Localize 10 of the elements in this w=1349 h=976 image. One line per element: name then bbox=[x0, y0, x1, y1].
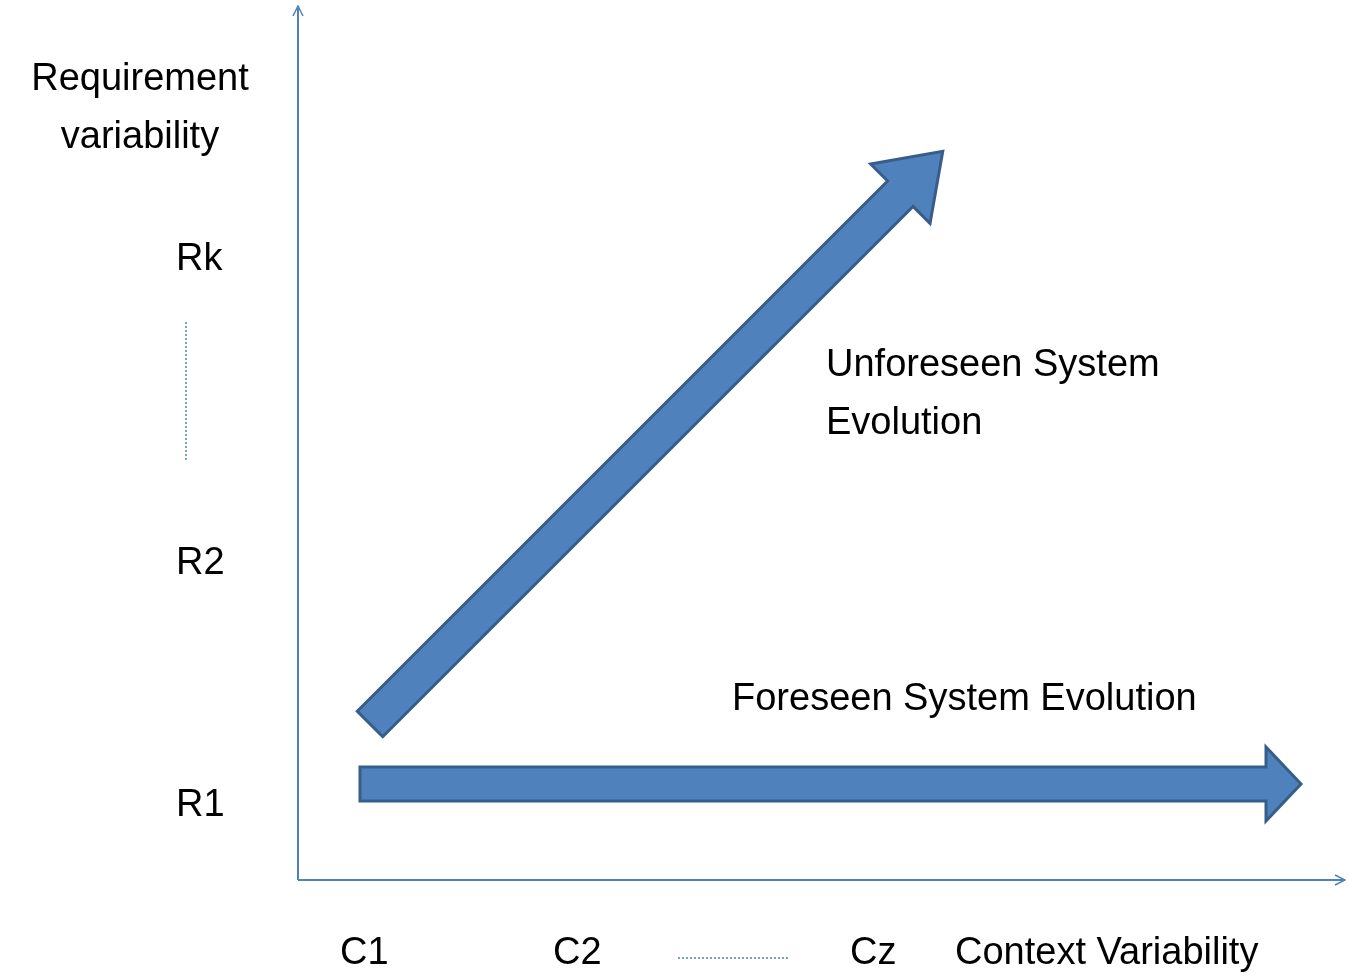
axis-title: Requirement variability bbox=[30, 55, 250, 158]
axis-title: Context Variability bbox=[955, 929, 1259, 974]
arrow-label: Foreseen System Evolution bbox=[732, 675, 1197, 720]
tick-label: R2 bbox=[176, 539, 225, 584]
tick-label: Cz bbox=[850, 929, 897, 974]
tick-label: C2 bbox=[553, 929, 602, 974]
tick-label: C1 bbox=[340, 929, 389, 974]
tick-label: R1 bbox=[176, 781, 225, 826]
tick-label: Rk bbox=[176, 235, 223, 280]
arrow-label: Unforeseen System Evolution bbox=[826, 341, 1161, 444]
